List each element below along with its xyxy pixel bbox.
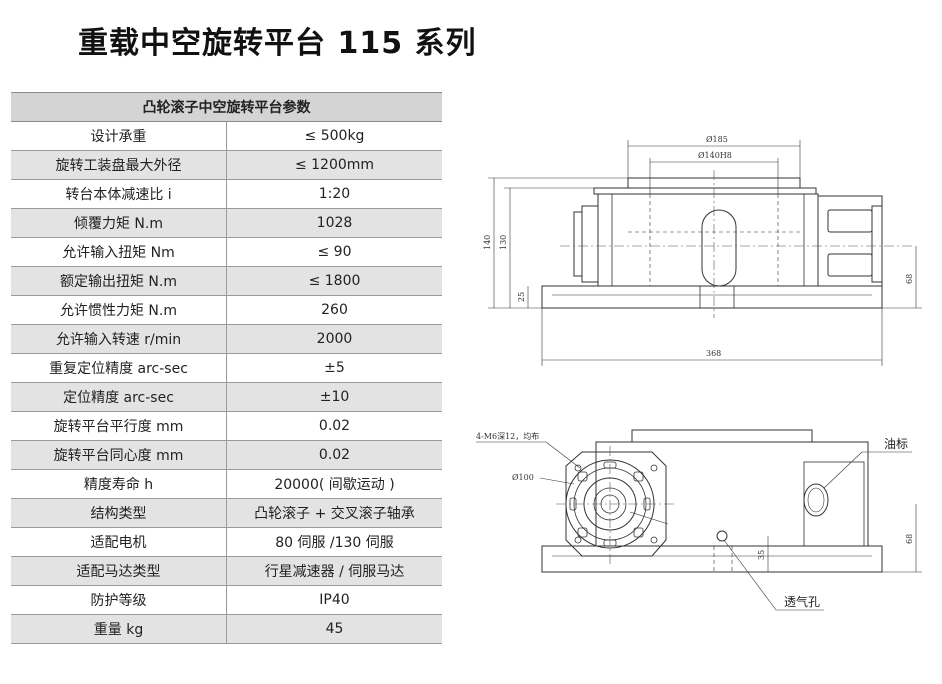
spec-value: ≤ 1800 <box>226 266 442 296</box>
table-row: 重复定位精度 arc-sec±5 <box>11 353 442 383</box>
spec-label: 重量 kg <box>11 614 227 644</box>
spec-value: ≤ 90 <box>226 237 442 267</box>
hole-note: 4-M6深12，均布 <box>476 431 539 441</box>
page-title: 重载中空旋转平台 115 系列 <box>78 26 477 61</box>
spec-label: 额定输出扭矩 N.m <box>11 266 227 296</box>
spec-label: 旋转平台平行度 mm <box>11 411 227 441</box>
spec-value: 1:20 <box>226 179 442 209</box>
spec-value: 260 <box>226 295 442 325</box>
spec-value: 20000( 间歇运动 ) <box>226 469 442 499</box>
spec-label: 允许输入扭矩 Nm <box>11 237 227 267</box>
spec-value: 45 <box>226 614 442 644</box>
dim-top-outer: Ø185 <box>706 135 728 144</box>
spec-label: 转台本体减速比 i <box>11 179 227 209</box>
cam-housing <box>565 451 667 557</box>
spec-label: 允许惯性力矩 N.m <box>11 295 227 325</box>
spec-label: 防护等级 <box>11 585 227 615</box>
table-row: 适配马达类型行星减速器 / 伺服马达 <box>11 556 442 586</box>
table-row: 额定输出扭矩 N.m≤ 1800 <box>11 266 442 296</box>
spec-label: 定位精度 arc-sec <box>11 382 227 412</box>
center-slot <box>701 209 737 287</box>
top-view <box>476 429 922 611</box>
table-row: 旋转工装盘最大外径≤ 1200mm <box>11 150 442 180</box>
spec-label: 旋转平台同心度 mm <box>11 440 227 470</box>
dim-height-body: 130 <box>499 235 508 250</box>
dim-top-inner: Ø140H8 <box>698 151 732 160</box>
dim-35: 35 <box>757 550 766 560</box>
spec-value: ≤ 500kg <box>226 121 442 151</box>
spec-label: 允许输入转速 r/min <box>11 324 227 354</box>
dim-right-height: 68 <box>905 274 914 284</box>
table-row: 定位精度 arc-sec±10 <box>11 382 442 412</box>
spec-value: 1028 <box>226 208 442 238</box>
spec-label: 设计承重 <box>11 121 227 151</box>
dim-height-total: 140 <box>483 235 492 250</box>
spec-value: 0.02 <box>226 411 442 441</box>
top-ring <box>593 187 817 195</box>
dim-68-top: 68 <box>905 534 914 544</box>
oil-window <box>803 483 829 517</box>
table-header: 凸轮滚子中空旋转平台参数 <box>11 92 442 122</box>
left-housing <box>581 205 599 283</box>
table-row: 允许输入扭矩 Nm≤ 90 <box>11 237 442 267</box>
vent-hole-circle <box>716 530 728 542</box>
spec-value: ≤ 1200mm <box>226 150 442 180</box>
bore-dim: Ø100 <box>512 473 534 482</box>
table-row: 设计承重≤ 500kg <box>11 121 442 151</box>
dim-height-base: 25 <box>517 292 526 302</box>
spec-value: 行星减速器 / 伺服马达 <box>226 556 442 586</box>
spec-value: 0.02 <box>226 440 442 470</box>
spec-label: 重复定位精度 arc-sec <box>11 353 227 383</box>
spec-label: 旋转工装盘最大外径 <box>11 150 227 180</box>
spec-value: 2000 <box>226 324 442 354</box>
spec-value: ±10 <box>226 382 442 412</box>
spec-value: IP40 <box>226 585 442 615</box>
spec-label: 适配电机 <box>11 527 227 557</box>
main-body <box>597 193 819 287</box>
top-view-base <box>541 545 883 573</box>
table-row: 结构类型凸轮滚子 + 交叉滚子轴承 <box>11 498 442 528</box>
front-view <box>488 140 922 366</box>
spec-label: 结构类型 <box>11 498 227 528</box>
dim-length: 368 <box>706 349 721 358</box>
oil-mark-label: 油标 <box>884 437 908 451</box>
spec-value: ±5 <box>226 353 442 383</box>
spec-value: 凸轮滚子 + 交叉滚子轴承 <box>226 498 442 528</box>
spec-value: 80 伺服 /130 伺服 <box>226 527 442 557</box>
top-view-flange <box>631 429 813 443</box>
base-plate <box>541 285 883 309</box>
spec-label: 倾覆力矩 N.m <box>11 208 227 238</box>
spec-label: 适配马达类型 <box>11 556 227 586</box>
spec-label: 精度寿命 h <box>11 469 227 499</box>
vent-hole-label: 透气孔 <box>784 594 820 609</box>
